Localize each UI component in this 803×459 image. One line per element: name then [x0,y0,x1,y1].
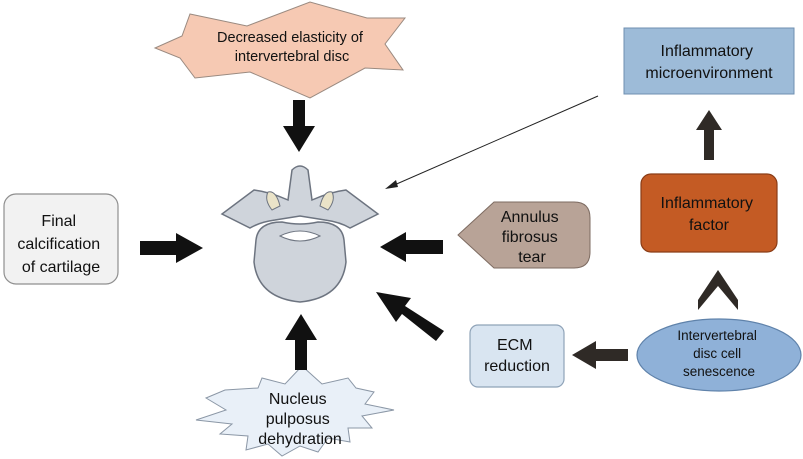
node-ecm: ECM reduction [469,324,565,388]
factor-line-1: Inflammatory [661,195,753,212]
calcification-line-2: calcification [17,236,100,253]
senescence-line-2: disc cell [693,346,741,361]
node-factor: Inflammatory factor [640,173,778,253]
dehydration-burst-shape [195,365,395,457]
factor-box [640,173,778,253]
arrow-factor-to-microenvironment [696,110,722,160]
node-microenvironment: Inflammatory microenvironment [623,27,795,95]
svg-text:Intervertebral disc cell: Intervertebral disc cell senescence [677,328,760,379]
dehydration-line-1: Nucleus [269,391,327,408]
elasticity-star-shape [153,1,407,99]
svg-text:Decreased elasticity of: Decreased elasticity of intervertebral d… [217,30,367,65]
microenvironment-line-2: microenvironment [645,65,773,82]
factor-line-2: factor [689,217,730,234]
arrow-annulus-to-vertebra [380,232,443,262]
elasticity-line-2: intervertebral disc [235,49,349,65]
calcification-line-3: of cartilage [22,259,100,276]
microenvironment-line-1: Inflammatory [661,43,753,60]
arrow-elasticity-to-vertebra [283,100,315,152]
arrow-dehydration-to-vertebra [285,314,317,370]
ecm-box [469,324,565,388]
annulus-line-2: fibrosus [502,229,558,246]
node-dehydration: Nucleus pulposus dehydration [195,365,395,457]
arrow-senescence-to-ecm [572,341,628,369]
arrow-microenvironment-to-vertebra [385,95,599,189]
ecm-line-1: ECM [497,337,533,354]
svg-text:Final calcification: Final calcification of cartilage [17,213,104,276]
node-elasticity: Decreased elasticity of intervertebral d… [153,1,407,99]
calcification-line-1: Final [41,213,76,230]
annulus-line-3: tear [518,249,546,266]
annulus-shape [457,201,591,269]
senescence-ellipse [636,318,802,392]
ecm-line-2: reduction [484,358,550,375]
svg-text:ECM reduction: ECM reduction [484,337,550,375]
svg-text:Annulus fibrosus t: Annulus fibrosus tear [501,209,563,266]
vertebra-icon [220,165,380,303]
arrow-calcification-to-vertebra [140,233,203,263]
calcification-box [3,193,119,285]
dehydration-line-2: pulposus [266,411,330,428]
annulus-line-1: Annulus [501,209,559,226]
senescence-line-3: senescence [683,364,755,379]
elasticity-line-1: Decreased elasticity of [217,30,364,46]
chevron-senescence-to-factor [698,270,738,310]
svg-text:Inflammatory microenviro: Inflammatory microenvironment [645,43,773,82]
node-senescence: Intervertebral disc cell senescence [636,318,802,392]
node-annulus: Annulus fibrosus tear [457,201,591,269]
svg-text:Nucleus pulposus d: Nucleus pulposus dehydration [258,391,342,448]
senescence-line-1: Intervertebral [677,328,757,343]
microenvironment-box [623,27,795,95]
arrow-ecm-to-vertebra [376,292,444,341]
svg-text:Inflammatory factor: Inflammatory factor [661,195,758,234]
dehydration-line-3: dehydration [258,431,342,448]
node-calcification: Final calcification of cartilage [3,193,119,285]
